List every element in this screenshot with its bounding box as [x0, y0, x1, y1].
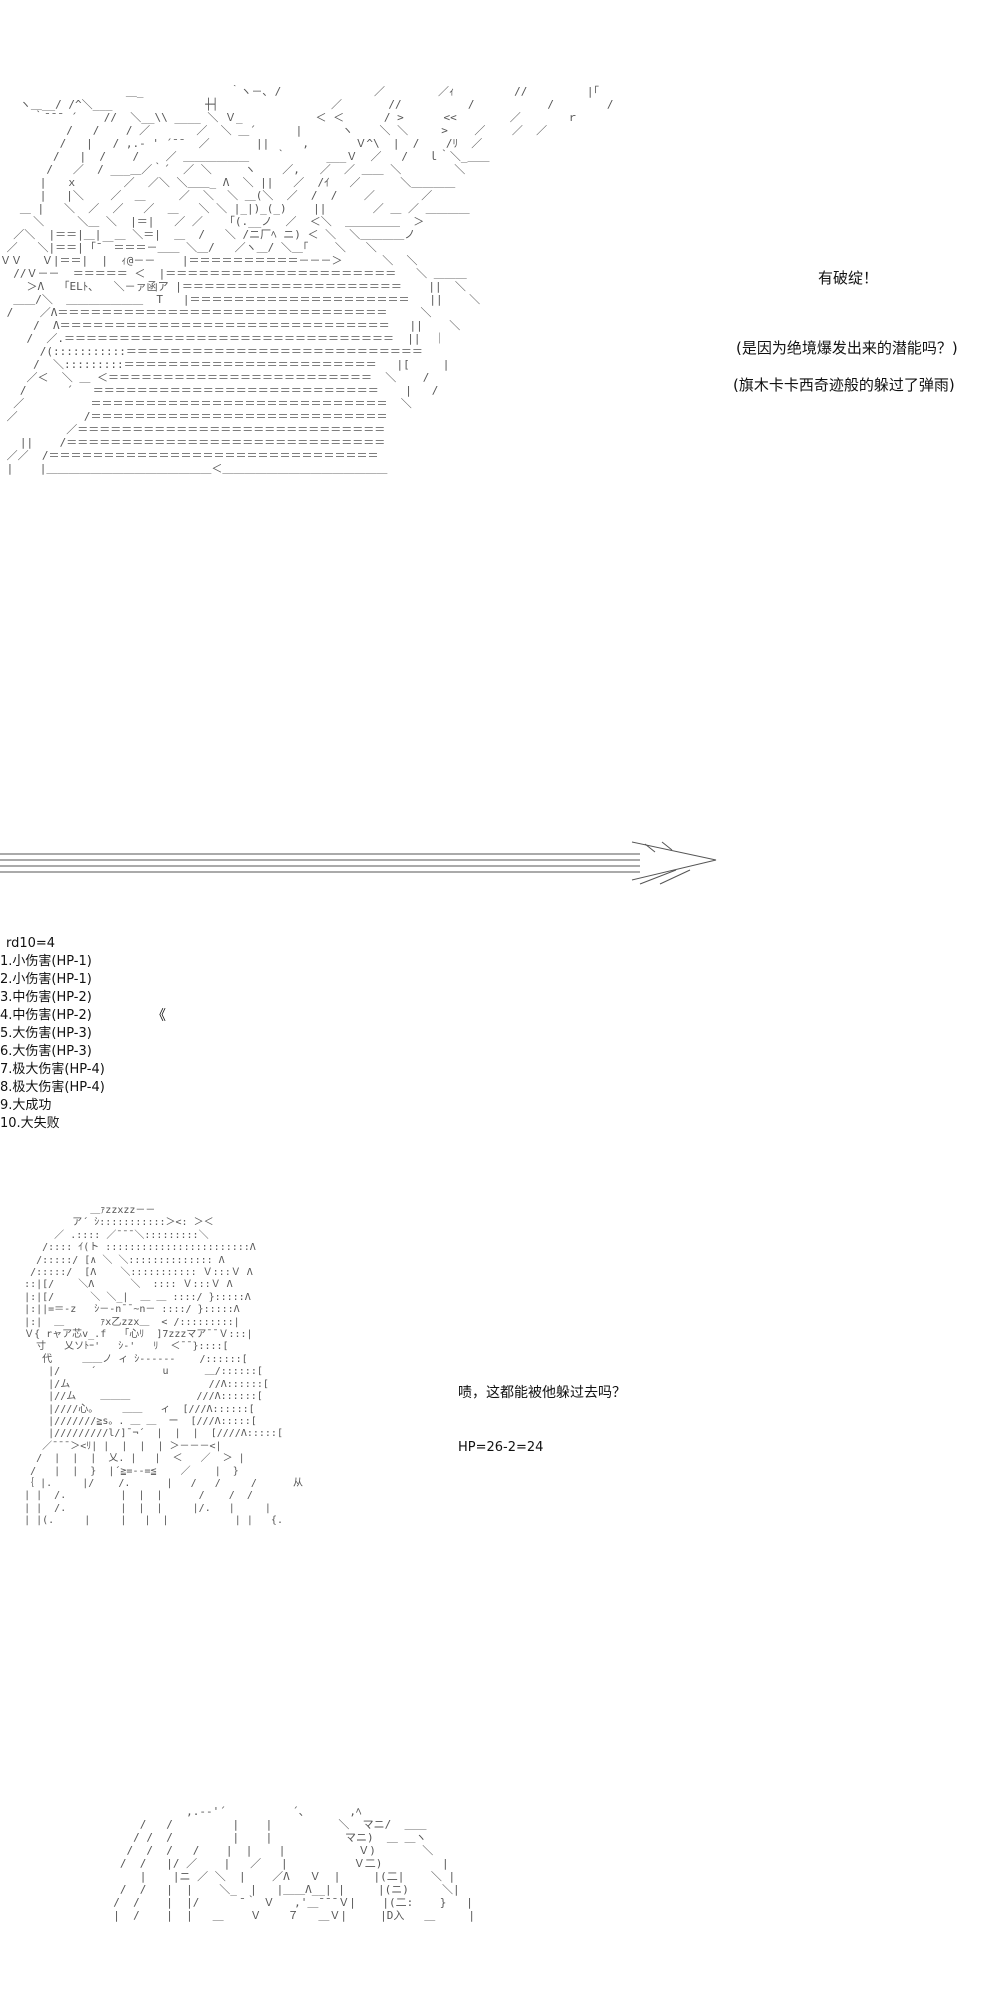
roll-item: 3.中伤害(HP-2)	[0, 990, 92, 1005]
hp-readout: HP=26-2=24	[458, 1440, 544, 1455]
roll-item: 4.中伤害(HP-2)	[0, 1008, 92, 1023]
roll-item: 1.小伤害(HP-1)	[0, 954, 92, 969]
roll-table: rd10=4 1.小伤害(HP-1) 2.小伤害(HP-1) 3.中伤害(HP-…	[0, 935, 105, 1133]
dialog-flaw: 有破绽！	[818, 269, 879, 287]
roll-item: 7.极大伤害(HP-4)	[0, 1062, 105, 1077]
roll-item: 8.极大伤害(HP-4)	[0, 1080, 105, 1095]
battle-ascii-art: ＿_ ｀ヽ－､ / ／ ／ｨ // |｢ ヽ＿__/ /^＼___ ┼┤ ／ /…	[0, 85, 614, 475]
narration-potential: (是因为绝境爆发出来的潜能吗？)	[736, 339, 958, 357]
roll-item: 6.大伤害(HP-3)	[0, 1044, 92, 1059]
roll-item: 2.小伤害(HP-1)	[0, 972, 92, 987]
narration-dodge: (旗木卡卡西奇迹般的躲过了弹雨)	[733, 376, 955, 394]
roll-item: 9.大成功	[0, 1098, 52, 1113]
dialog-dodged: 啧，这都能被他躲过去吗？	[458, 1385, 626, 1401]
roll-header: rd10=4	[6, 936, 56, 951]
character-ascii-art: ＿ｧzzxzz－－ ア´ ｼ:::::::::::＞<: ＞＜ ／ .:::: …	[24, 1205, 303, 1527]
roll-marker: 《	[152, 1008, 166, 1024]
bottom-ascii-art: ,.-‐'´ ´、 ,ﾍ / / | | ＼ マニ/ ＿＿ / / / | | …	[113, 1805, 476, 1922]
roll-item: 5.大伤害(HP-3)	[0, 1026, 92, 1041]
speed-arrow	[0, 841, 717, 885]
roll-item: 10.大失败	[0, 1116, 60, 1131]
